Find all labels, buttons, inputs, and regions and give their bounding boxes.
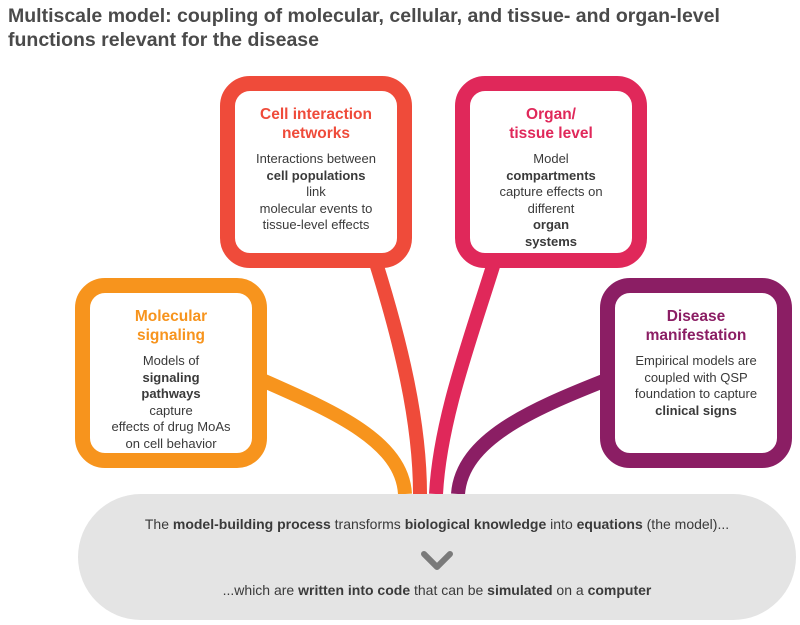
connector-organ xyxy=(429,260,501,495)
page-title-line-2: functions relevant for the disease xyxy=(8,29,320,51)
model-building-process-box: The model-building process transforms bi… xyxy=(78,494,796,620)
card-cell-interaction-networks: Cell interaction networks Interactions b… xyxy=(220,76,412,268)
card-molecular-title-line-1: Molecular xyxy=(134,308,208,325)
desc-line-3: foundation to capture xyxy=(634,386,758,401)
desc-line-1: Interactions between xyxy=(256,151,376,166)
desc-line-4: on cell behavior xyxy=(125,435,217,451)
desc-line-2: pathways capture xyxy=(141,386,201,418)
simulation-statement: ...which are written into code that can … xyxy=(222,582,652,598)
desc-line-3: different organ xyxy=(527,200,575,233)
desc-line-4: tissue-level effects xyxy=(262,217,370,232)
desc-line-4: clinical signs xyxy=(655,402,737,418)
chevron-down-icon xyxy=(421,551,453,570)
page-title-line-1: Multiscale model: coupling of molecular,… xyxy=(8,5,720,27)
desc-line-1: Models of signaling xyxy=(142,353,200,385)
desc-line-3: molecular events to xyxy=(259,200,373,216)
desc-line-4: systems xyxy=(524,233,578,249)
desc-line-1: Empirical models are xyxy=(635,353,757,368)
page-title: Multiscale model: coupling of molecular,… xyxy=(8,4,788,52)
card-cell-title-line-2: networks xyxy=(281,125,351,142)
card-organ-description: Model compartments capture effects on di… xyxy=(478,151,624,250)
card-molecular-description: Models of signaling pathways capture eff… xyxy=(98,353,244,452)
card-organ-title-line-2: tissue level xyxy=(509,125,593,142)
card-molecular-title: Molecular signaling xyxy=(98,307,244,345)
card-cell-description: Interactions between cell populations li… xyxy=(243,151,389,234)
desc-line-1: Model compartments xyxy=(506,151,596,183)
card-molecular-title-line-2: signaling xyxy=(136,327,206,344)
desc-line-2: coupled with QSP xyxy=(644,369,748,385)
connector-disease xyxy=(451,373,609,495)
card-cell-title: Cell interaction networks xyxy=(243,105,389,143)
connector-cell xyxy=(369,260,427,495)
card-disease-title-line-1: Disease xyxy=(666,308,726,325)
card-cell-title-line-1: Cell interaction xyxy=(260,106,372,123)
desc-line-2: cell populations link xyxy=(266,167,366,200)
card-disease-description: Empirical models are coupled with QSP fo… xyxy=(623,353,769,419)
connector-molecular xyxy=(259,373,412,495)
card-organ-title: Organ/ tissue level xyxy=(478,105,624,143)
desc-line-3: effects of drug MoAs xyxy=(111,419,231,434)
desc-line-2: capture effects on xyxy=(499,184,603,199)
card-disease-title: Disease manifestation xyxy=(623,307,769,345)
card-organ-title-line-1: Organ/ xyxy=(526,106,576,123)
card-disease-manifestation: Disease manifestation Empirical models a… xyxy=(600,278,792,468)
process-statement: The model-building process transforms bi… xyxy=(144,516,730,532)
card-disease-title-line-2: manifestation xyxy=(645,327,747,344)
card-organ-tissue-level: Organ/ tissue level Model compartments c… xyxy=(455,76,647,268)
card-molecular-signaling: Molecular signaling Models of signaling … xyxy=(75,278,267,468)
